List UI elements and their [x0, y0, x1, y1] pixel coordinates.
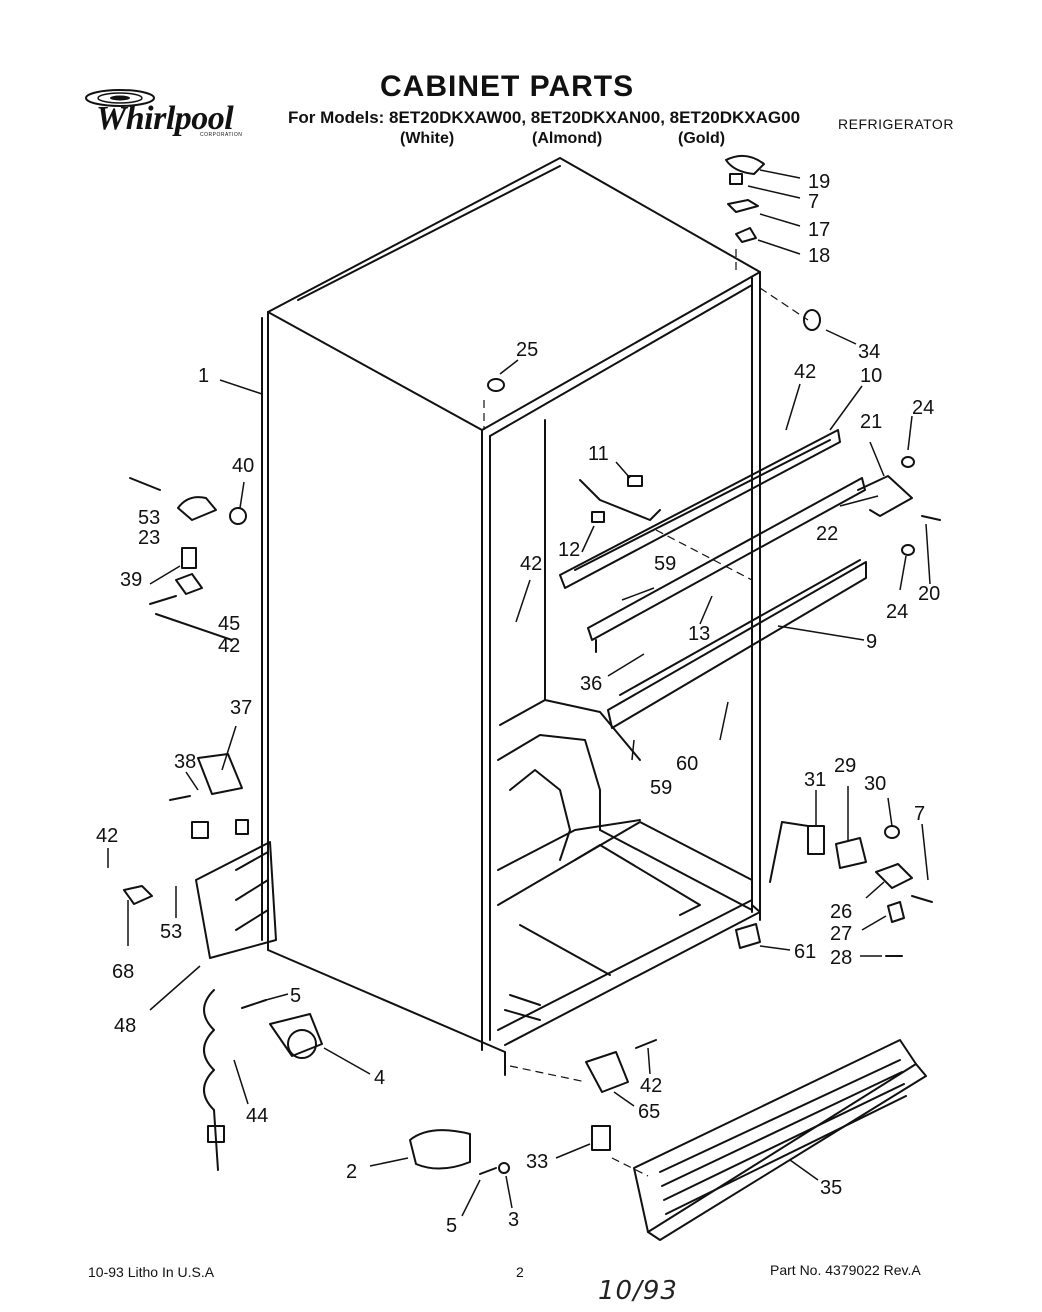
cabinet-shell	[261, 157, 761, 1076]
callout-7-lower: 7	[914, 803, 925, 825]
callout-39: 39	[120, 569, 142, 591]
callout-61: 61	[794, 941, 816, 963]
callout-42: 42	[794, 361, 816, 383]
callout-3: 3	[508, 1209, 519, 1231]
callout-42-bottom: 42	[640, 1075, 662, 1097]
callout-24: 24	[912, 397, 934, 419]
logo-corporation: CORPORATION	[200, 132, 243, 138]
callout-2: 2	[346, 1161, 357, 1183]
callout-31: 31	[804, 769, 826, 791]
shelf-rails	[559, 429, 867, 729]
color-almond-label: (Almond)	[532, 130, 603, 147]
callout-38: 38	[174, 751, 196, 773]
callout-59: 59	[654, 553, 676, 575]
callout-48: 48	[114, 1015, 136, 1037]
logo-wordmark: Whirlpool	[96, 100, 234, 137]
left-hinge-parts	[129, 477, 247, 641]
callout-45: 45	[218, 613, 240, 635]
callout-35: 35	[820, 1177, 842, 1199]
top-hinge-parts	[487, 154, 821, 392]
callout-36: 36	[580, 673, 602, 695]
wiring-and-compressor-parts	[123, 753, 933, 1175]
callout-29: 29	[834, 755, 856, 777]
callout-20: 20	[918, 583, 940, 605]
callout-7: 7	[808, 191, 819, 213]
base-grille	[633, 1039, 927, 1241]
callout-25: 25	[516, 339, 538, 361]
callout-34: 34	[858, 341, 880, 363]
callout-1: 1	[198, 365, 209, 387]
callout-42-far-left: 42	[96, 825, 118, 847]
callout-11: 11	[588, 443, 609, 465]
callout-33: 33	[526, 1151, 548, 1173]
callout-19: 19	[808, 171, 830, 193]
page-title: CABINET PARTS	[380, 70, 635, 103]
callout-21: 21	[860, 411, 882, 433]
callout-17: 17	[808, 219, 830, 241]
callout-40: 40	[232, 455, 254, 477]
callout-28: 28	[830, 947, 852, 969]
callout-18: 18	[808, 245, 830, 267]
category-label: REFRIGERATOR	[838, 116, 954, 132]
callout-68: 68	[112, 961, 134, 983]
callout-42-left: 42	[218, 635, 240, 657]
callout-53: 53	[138, 507, 160, 529]
callout-9: 9	[866, 631, 877, 653]
callout-30: 30	[864, 773, 886, 795]
callout-12: 12	[558, 539, 580, 561]
callout-26: 26	[830, 901, 852, 923]
callout-4: 4	[374, 1067, 385, 1089]
callout-37: 37	[230, 697, 252, 719]
callout-27: 27	[830, 923, 852, 945]
callout-22: 22	[816, 523, 838, 545]
callout-44: 44	[246, 1105, 268, 1127]
callout-23: 23	[138, 527, 160, 549]
callout-13: 13	[688, 623, 710, 645]
hinge-bracket	[857, 456, 941, 556]
handwritten-date: 10/93	[598, 1276, 678, 1306]
callout-65: 65	[638, 1101, 660, 1123]
litho-note: 10-93 Litho In U.S.A	[88, 1264, 215, 1280]
callout-24-lower: 24	[886, 601, 908, 623]
callout-59-lower: 59	[650, 777, 672, 799]
whirlpool-swirl-icon	[85, 89, 155, 107]
page-number: 2	[516, 1264, 524, 1280]
callout-labels: 19 7 17 18 34 25 42 10 1 24 21 11 40 53 …	[96, 171, 940, 1237]
callout-5: 5	[290, 985, 301, 1007]
callout-5-bottom: 5	[446, 1215, 457, 1237]
callout-10: 10	[860, 365, 882, 387]
models-line: For Models: 8ET20DKXAW00, 8ET20DKXAN00, …	[288, 108, 801, 127]
callout-53-lower: 53	[160, 921, 182, 943]
color-gold-label: (Gold)	[678, 130, 726, 147]
part-number: Part No. 4379022 Rev.A	[770, 1262, 921, 1278]
callout-42-center: 42	[520, 553, 542, 575]
color-white-label: (White)	[400, 130, 455, 147]
callout-60: 60	[676, 753, 698, 775]
